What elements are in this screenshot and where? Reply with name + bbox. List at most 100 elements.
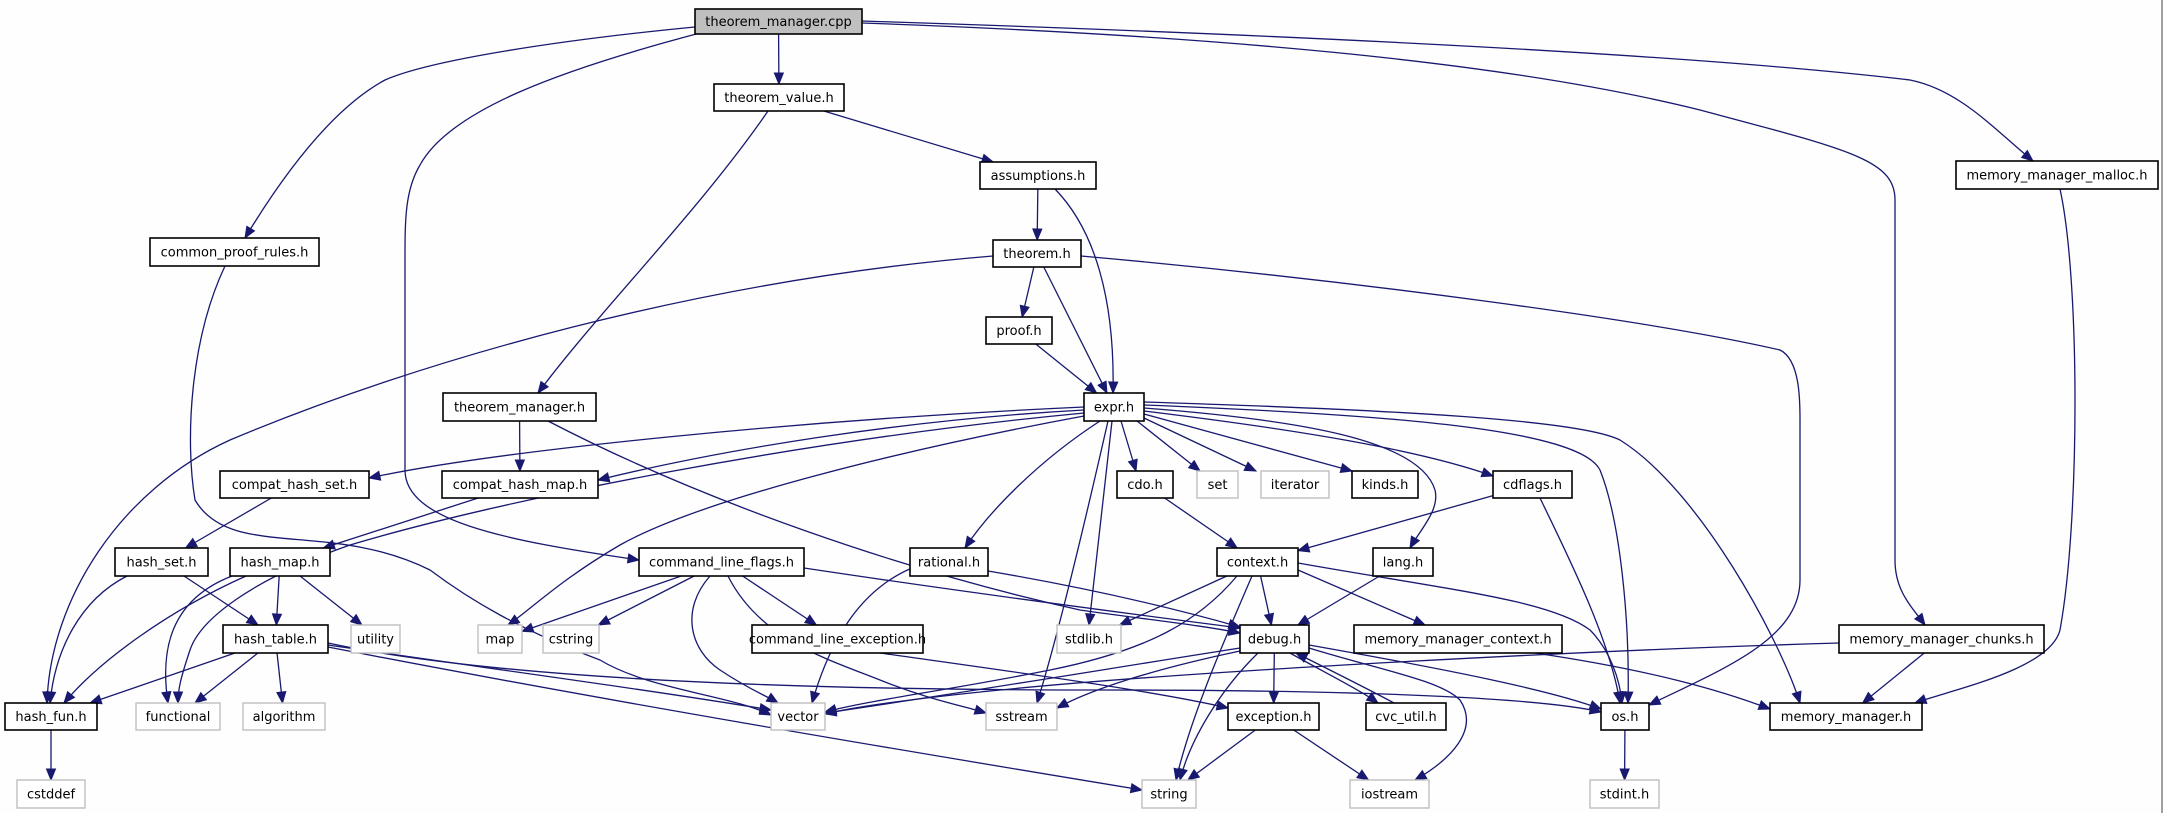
node-os-h[interactable]: os.h bbox=[1600, 702, 1650, 731]
node-box[interactable] bbox=[1216, 547, 1299, 577]
edge-memory_manager_context_h-to-memory_manager_h bbox=[1534, 652, 1771, 710]
node-box[interactable] bbox=[229, 547, 331, 577]
node-stdlib-h[interactable]: stdlib.h bbox=[1056, 624, 1122, 654]
node-box[interactable] bbox=[1083, 392, 1145, 422]
node-hash-set-h[interactable]: hash_set.h bbox=[114, 547, 209, 577]
node-box[interactable] bbox=[1492, 470, 1573, 499]
node-theorem-manager-cpp[interactable]: theorem_manager.cpp bbox=[694, 8, 863, 35]
node-box[interactable] bbox=[1056, 624, 1122, 654]
node-iostream[interactable]: iostream bbox=[1349, 779, 1430, 809]
node-command-line-flags-h[interactable]: command_line_flags.h bbox=[638, 547, 805, 577]
node-box[interactable] bbox=[441, 470, 599, 499]
node-utility[interactable]: utility bbox=[350, 624, 401, 654]
node-box[interactable] bbox=[114, 547, 209, 577]
node-box[interactable] bbox=[1260, 470, 1330, 499]
node-cdflags-h[interactable]: cdflags.h bbox=[1492, 470, 1573, 499]
node-box[interactable] bbox=[1838, 624, 2045, 654]
node-box[interactable] bbox=[1239, 624, 1310, 654]
node-box[interactable] bbox=[219, 470, 370, 499]
node-box[interactable] bbox=[638, 547, 805, 577]
node-cdo-h[interactable]: cdo.h bbox=[1116, 470, 1174, 499]
node-memory-manager-h[interactable]: memory_manager.h bbox=[1769, 702, 1923, 731]
node-box[interactable] bbox=[1353, 624, 1563, 654]
node-memory-manager-context-h[interactable]: memory_manager_context.h bbox=[1353, 624, 1563, 654]
node-proof-h[interactable]: proof.h bbox=[985, 316, 1053, 345]
node-assumptions-h[interactable]: assumptions.h bbox=[979, 161, 1097, 190]
node-box[interactable] bbox=[1196, 470, 1239, 499]
node-box[interactable] bbox=[1351, 470, 1419, 499]
node-stdint-h[interactable]: stdint.h bbox=[1589, 779, 1660, 809]
node-box[interactable] bbox=[751, 624, 924, 654]
node-cstring[interactable]: cstring bbox=[542, 624, 600, 654]
node-hash-fun-h[interactable]: hash_fun.h bbox=[4, 702, 98, 731]
node-box[interactable] bbox=[985, 316, 1053, 345]
node-compat-hash-set-h[interactable]: compat_hash_set.h bbox=[219, 470, 370, 499]
node-kinds-h[interactable]: kinds.h bbox=[1351, 470, 1419, 499]
node-lang-h[interactable]: lang.h bbox=[1372, 547, 1434, 577]
node-box[interactable] bbox=[992, 239, 1082, 268]
node-functional[interactable]: functional bbox=[135, 702, 221, 731]
arrowhead-expr_h-to-rational_h bbox=[964, 535, 976, 550]
node-expr-h[interactable]: expr.h bbox=[1083, 392, 1145, 422]
node-box[interactable] bbox=[713, 83, 845, 112]
node-box[interactable] bbox=[1372, 547, 1434, 577]
arrowhead-theorem_manager_h-to-compat_hash_map_h bbox=[514, 459, 526, 473]
node-rational-h[interactable]: rational.h bbox=[909, 547, 989, 577]
node-box[interactable] bbox=[1769, 702, 1923, 731]
node-label: hash_map.h bbox=[241, 556, 320, 571]
node-box[interactable] bbox=[985, 702, 1058, 731]
node-box[interactable] bbox=[1600, 702, 1650, 731]
node-box[interactable] bbox=[1227, 702, 1320, 731]
node-set[interactable]: set bbox=[1196, 470, 1239, 499]
node-compat-hash-map-h[interactable]: compat_hash_map.h bbox=[441, 470, 599, 499]
node-box[interactable] bbox=[770, 702, 826, 731]
node-theorem-h[interactable]: theorem.h bbox=[992, 239, 1082, 268]
node-box[interactable] bbox=[694, 8, 863, 35]
node-memory-manager-malloc-h[interactable]: memory_manager_malloc.h bbox=[1955, 160, 2159, 190]
arrowhead-hash_table_h-to-string bbox=[1129, 782, 1144, 794]
node-hash-map-h[interactable]: hash_map.h bbox=[229, 547, 331, 577]
node-box[interactable] bbox=[350, 624, 401, 654]
node-debug-h[interactable]: debug.h bbox=[1239, 624, 1310, 654]
node-box[interactable] bbox=[1141, 779, 1197, 809]
node-box[interactable] bbox=[1349, 779, 1430, 809]
node-cvc-util-h[interactable]: cvc_util.h bbox=[1365, 702, 1447, 731]
node-context-h[interactable]: context.h bbox=[1216, 547, 1299, 577]
node-sstream[interactable]: sstream bbox=[985, 702, 1058, 731]
node-box[interactable] bbox=[149, 237, 320, 267]
node-box[interactable] bbox=[16, 779, 86, 809]
node-box[interactable] bbox=[542, 624, 600, 654]
node-command-line-exception-h[interactable]: command_line_exception.h bbox=[749, 624, 926, 654]
node-box[interactable] bbox=[222, 624, 329, 654]
node-exception-h[interactable]: exception.h bbox=[1227, 702, 1320, 731]
node-map[interactable]: map bbox=[477, 624, 523, 654]
arrowhead-hash_table_h-to-vector bbox=[758, 702, 773, 714]
node-box[interactable] bbox=[242, 702, 326, 731]
node-box[interactable] bbox=[1116, 470, 1174, 499]
node-vector[interactable]: vector bbox=[770, 702, 826, 731]
node-theorem-manager-h[interactable]: theorem_manager.h bbox=[442, 392, 597, 422]
node-cstddef[interactable]: cstddef bbox=[16, 779, 86, 809]
node-box[interactable] bbox=[1365, 702, 1447, 731]
node-box[interactable] bbox=[4, 702, 98, 731]
arrowhead-theorem_h-to-expr_h bbox=[1097, 380, 1108, 395]
node-box[interactable] bbox=[1955, 160, 2159, 190]
edge-debug_h-to-vector bbox=[824, 647, 1241, 714]
node-algorithm[interactable]: algorithm bbox=[242, 702, 326, 731]
node-hash-table-h[interactable]: hash_table.h bbox=[222, 624, 329, 654]
node-label: hash_table.h bbox=[234, 633, 317, 648]
node-memory-manager-chunks-h[interactable]: memory_manager_chunks.h bbox=[1838, 624, 2045, 654]
node-box[interactable] bbox=[909, 547, 989, 577]
edge-memory_manager_chunks_h-to-memory_manager_h bbox=[1862, 652, 1925, 704]
node-box[interactable] bbox=[979, 161, 1097, 190]
node-common-proof-rules-h[interactable]: common_proof_rules.h bbox=[149, 237, 320, 267]
edge-context_h-to-stdlib_h bbox=[1119, 575, 1228, 626]
node-box[interactable] bbox=[477, 624, 523, 654]
node-box[interactable] bbox=[442, 392, 597, 422]
node-theorem-value-h[interactable]: theorem_value.h bbox=[713, 83, 845, 112]
node-box[interactable] bbox=[1589, 779, 1660, 809]
node-string[interactable]: string bbox=[1141, 779, 1197, 809]
node-box[interactable] bbox=[135, 702, 221, 731]
edge-expr_h-to-compat_hash_map_h bbox=[597, 409, 1085, 481]
node-iterator[interactable]: iterator bbox=[1260, 470, 1330, 499]
